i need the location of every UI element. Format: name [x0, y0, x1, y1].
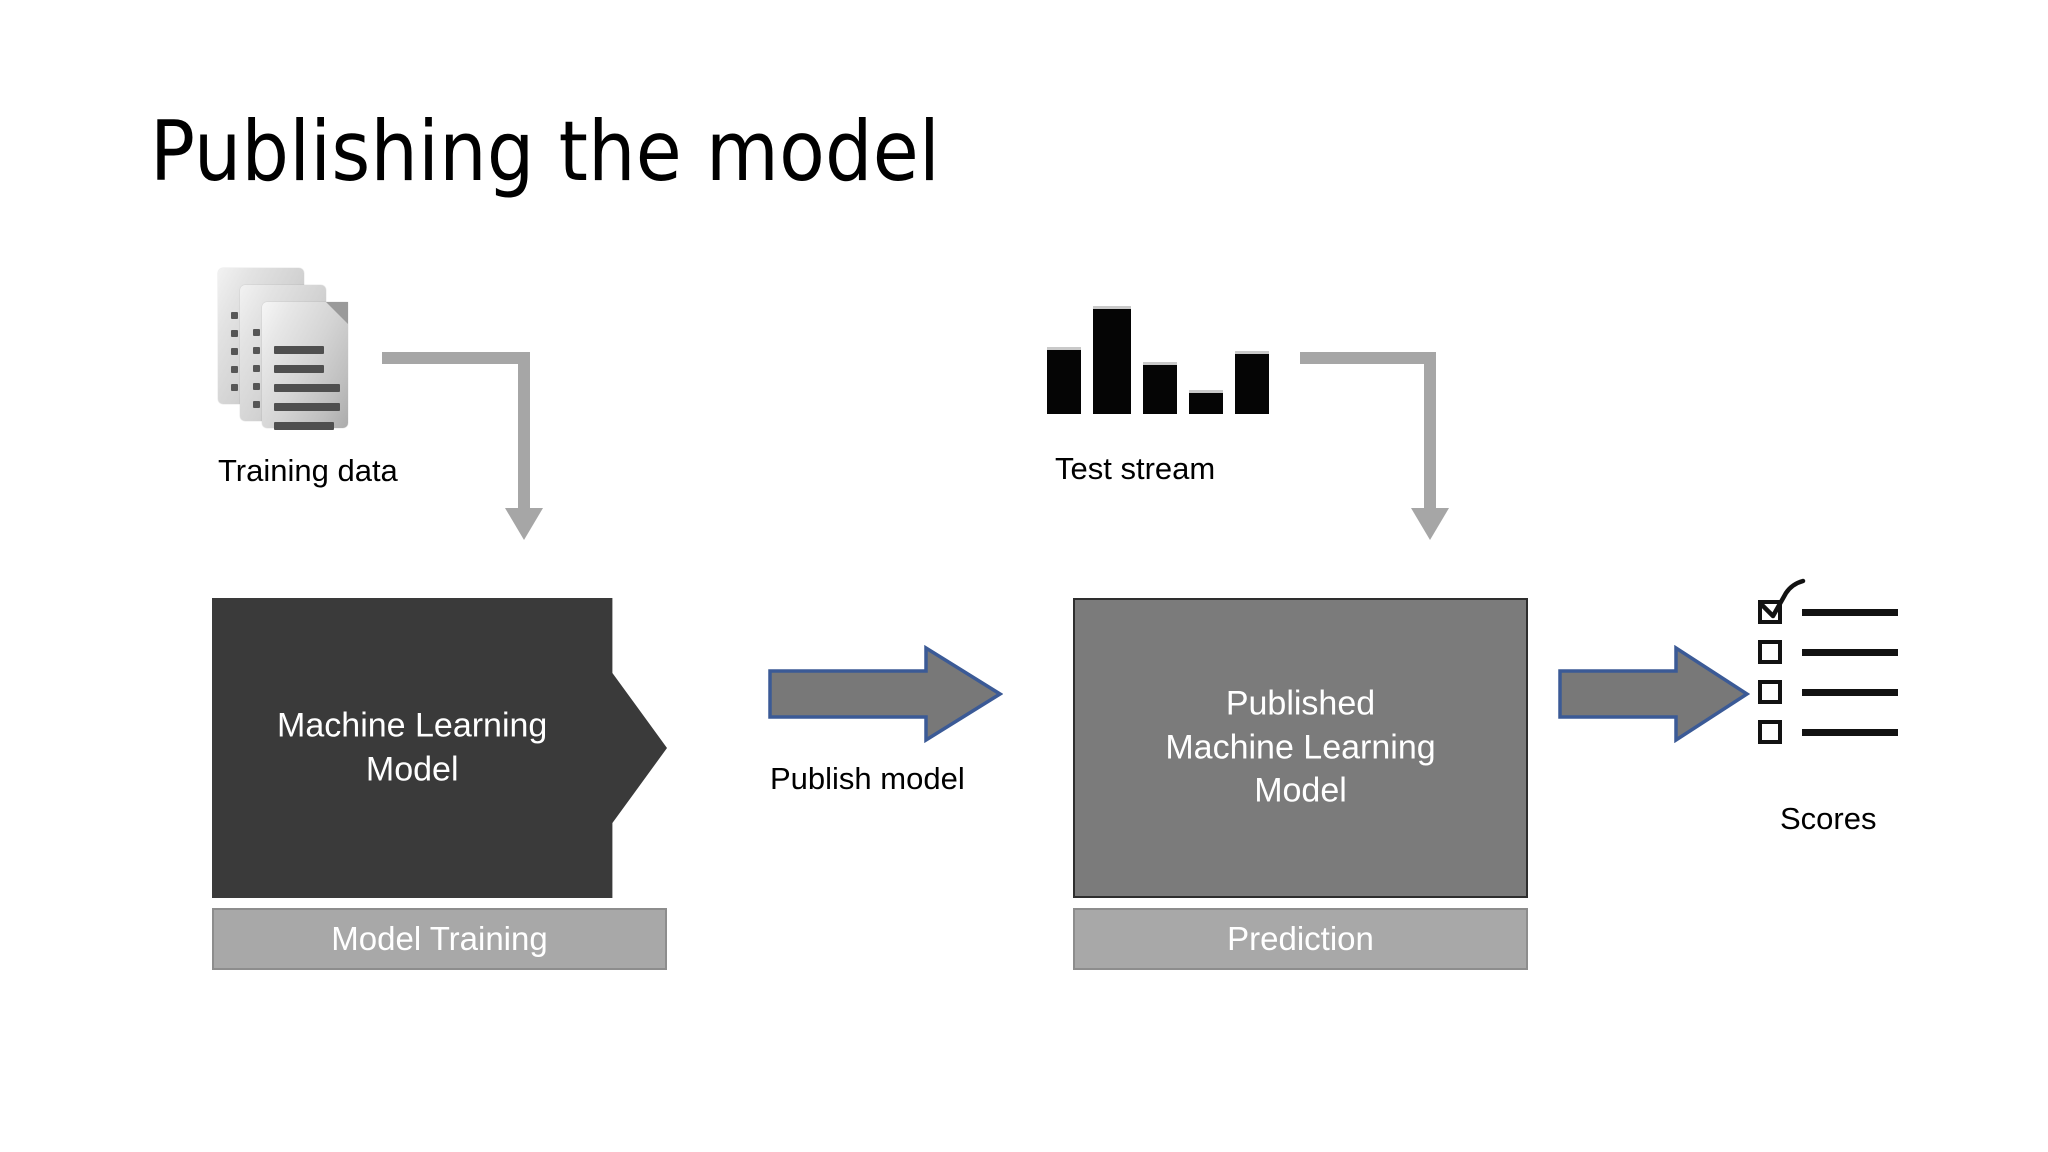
- checklist-icon: [1758, 578, 1898, 746]
- checkbox-1-checked[interactable]: [1758, 600, 1782, 624]
- checkbox-3[interactable]: [1758, 680, 1782, 704]
- checklist-row-1[interactable]: [1758, 578, 1898, 626]
- training-data-label: Training data: [218, 453, 398, 488]
- published-machine-learning-model-label: Published Machine Learning Model: [1165, 684, 1436, 810]
- checklist-line-2: [1802, 649, 1898, 656]
- page-title: Publishing the model: [150, 103, 941, 200]
- documents-stack-icon: [218, 268, 358, 430]
- test-stream-label: Test stream: [1055, 451, 1216, 486]
- machine-learning-model-shape: [212, 598, 667, 898]
- checklist-line-4: [1802, 729, 1898, 736]
- document-folded-corner-icon: [326, 302, 348, 324]
- checkmark-icon: [1759, 578, 1806, 619]
- connector-test-stream-to-published-model: [1300, 352, 1460, 552]
- bar-2: [1093, 306, 1131, 414]
- phase-bar-model-training[interactable]: Model Training: [212, 908, 667, 970]
- machine-learning-model-label: Machine Learning Model: [277, 706, 548, 788]
- bar-1: [1047, 347, 1081, 414]
- phase-bar-prediction[interactable]: Prediction: [1073, 908, 1528, 970]
- connector-training-data-to-model: [382, 352, 543, 552]
- checkbox-2[interactable]: [1758, 640, 1782, 664]
- checklist-row-2[interactable]: [1758, 640, 1898, 666]
- bar-5: [1235, 351, 1269, 414]
- checkbox-4[interactable]: [1758, 720, 1782, 744]
- scores-arrow-icon[interactable]: [1558, 645, 1750, 743]
- machine-learning-model-box[interactable]: Machine Learning Model: [212, 598, 667, 898]
- bar-3: [1143, 362, 1177, 414]
- checklist-line-3: [1802, 689, 1898, 696]
- publish-model-arrow-icon[interactable]: [768, 645, 1003, 743]
- publish-model-label: Publish model: [770, 761, 965, 796]
- checklist-row-3[interactable]: [1758, 680, 1898, 706]
- published-machine-learning-model-box[interactable]: Published Machine Learning Model: [1073, 598, 1528, 898]
- bar-4: [1189, 390, 1223, 414]
- scores-label: Scores: [1780, 801, 1877, 836]
- bar-chart-icon: [1047, 306, 1277, 414]
- checklist-line-1: [1802, 609, 1898, 616]
- checklist-row-4[interactable]: [1758, 720, 1898, 746]
